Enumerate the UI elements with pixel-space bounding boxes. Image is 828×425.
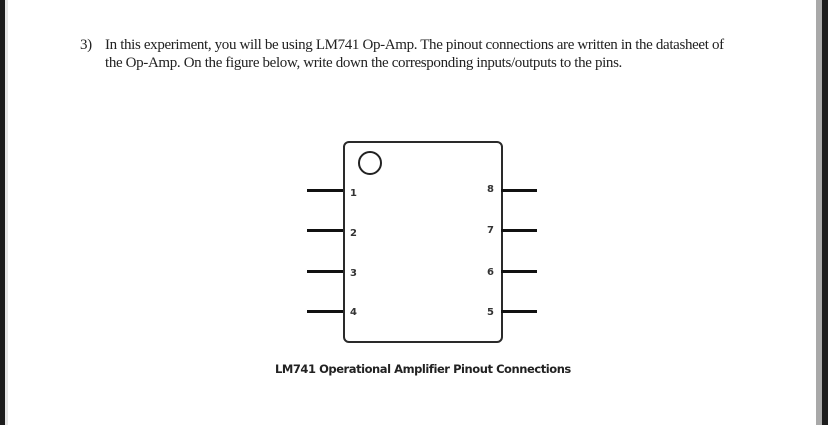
pin-label-4: 4	[350, 307, 357, 318]
viewer-scrollbar-track[interactable]	[816, 0, 822, 425]
pin-label-3: 3	[350, 268, 357, 279]
question-text-line-1: In this experiment, you will be using LM…	[105, 37, 724, 53]
question-text-line-2: the Op-Amp. On the figure below, write d…	[105, 55, 622, 71]
pin-2-lead	[307, 229, 343, 232]
pin-4-lead	[307, 310, 343, 313]
pin-label-6: 6	[487, 267, 494, 278]
pin-1-lead	[307, 189, 343, 192]
pin-7-lead	[501, 229, 537, 232]
viewer-frame-left	[0, 0, 5, 425]
pin-8-lead	[501, 189, 537, 192]
pin-label-1: 1	[350, 188, 357, 199]
pin-label-8: 8	[487, 184, 494, 195]
pin-6-lead	[501, 270, 537, 273]
pin-5-lead	[501, 310, 537, 313]
figure-caption: LM741 Operational Amplifier Pinout Conne…	[275, 362, 571, 376]
pin-label-2: 2	[350, 228, 357, 239]
pin-label-7: 7	[487, 225, 494, 236]
pin-label-5: 5	[487, 307, 494, 318]
viewer-frame-left-edge	[5, 0, 8, 425]
question-number: 3)	[80, 37, 92, 53]
pin1-indicator-circle-icon	[358, 151, 382, 175]
viewer-frame-right	[822, 0, 828, 425]
pin-3-lead	[307, 270, 343, 273]
